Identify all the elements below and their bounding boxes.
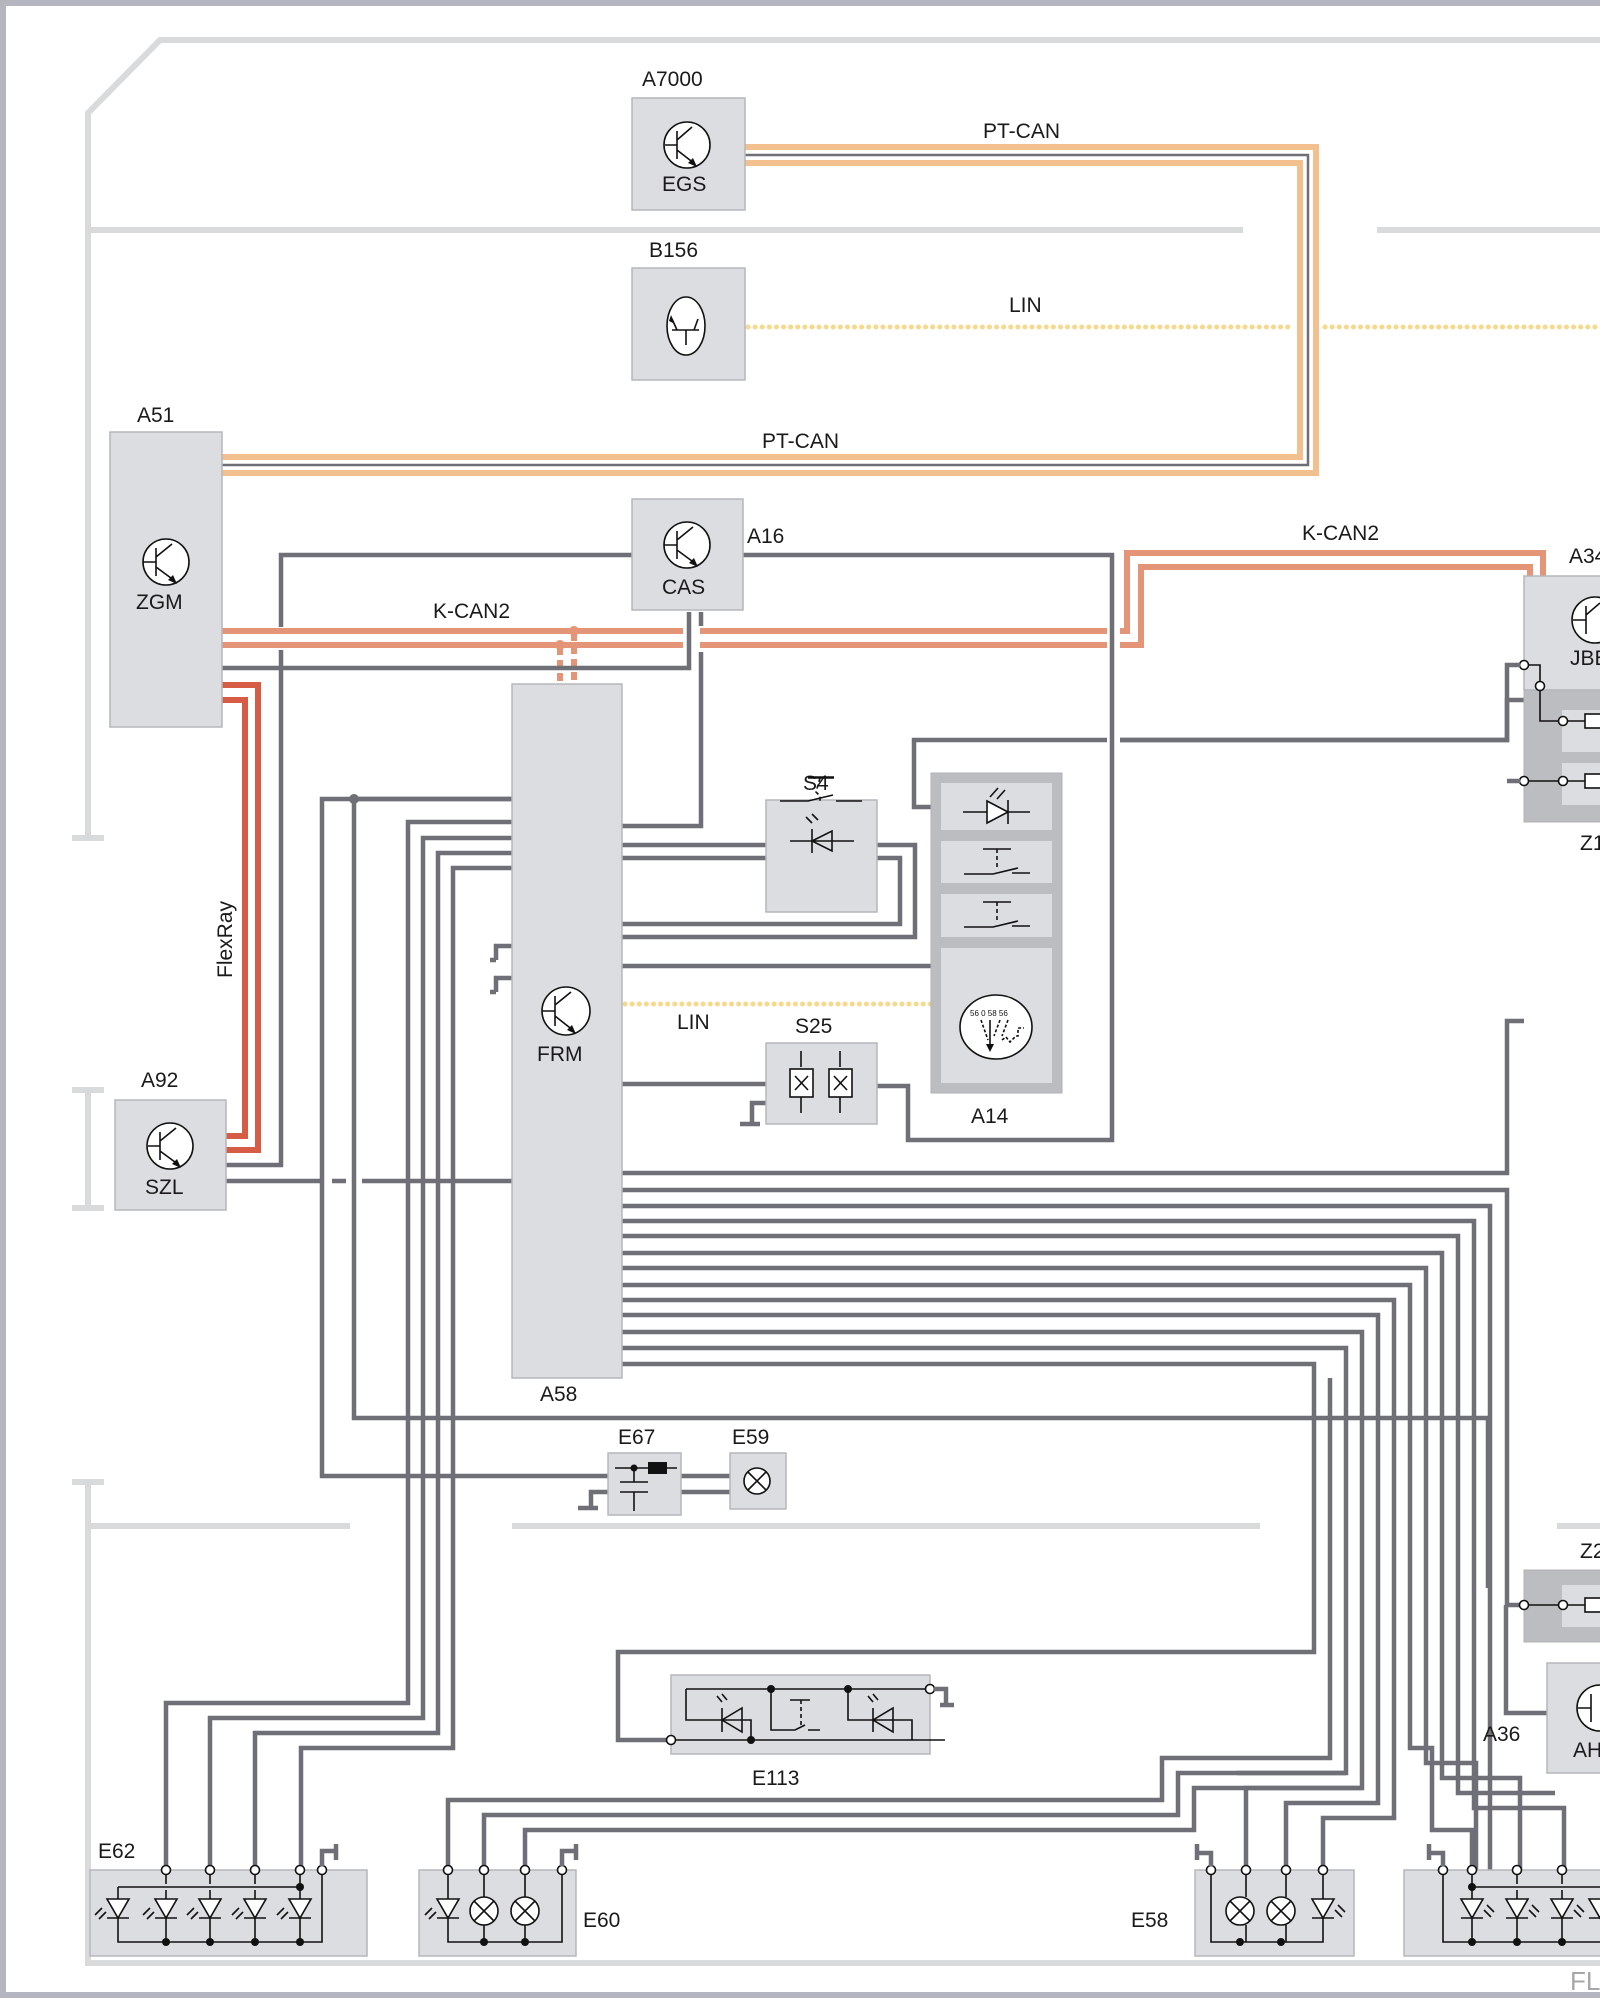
fuse-block-icon [1518, 659, 1600, 789]
lin-label-top: LIN [1009, 294, 1042, 317]
capacitor-resistor-icon [615, 1462, 677, 1511]
wire-to-jbe [1120, 662, 1520, 743]
led-icon [1549, 1898, 1585, 1920]
pt-can-bus [222, 144, 1319, 476]
component-a58[interactable]: FRM A58 [511, 683, 623, 1406]
led-icon [1459, 1898, 1495, 1920]
relay-pair-icon [789, 1051, 853, 1113]
component-id-label: B156 [649, 239, 698, 262]
component-a14[interactable]: 56 0 58 56 A14 [930, 772, 1063, 1128]
lamp-led-array-icon [1205, 1864, 1346, 1946]
component-id-label: Z2 [1580, 1540, 1600, 1563]
component-e58[interactable]: E58 [1131, 1844, 1355, 1957]
component-id-label: A92 [141, 1069, 178, 1092]
component-id-label: A16 [747, 525, 784, 548]
control-unit-transistor-icon [541, 986, 591, 1036]
fuse-block-icon [1518, 1597, 1600, 1613]
led-icon [1587, 1898, 1600, 1920]
component-id-label: S25 [795, 1015, 832, 1038]
lin-label-frm: LIN [677, 1011, 710, 1034]
component-name-label: ZGM [136, 591, 183, 614]
control-unit-transistor-icon [146, 1122, 194, 1170]
led-icon [94, 1898, 131, 1920]
component-a16[interactable]: A16 CAS [631, 498, 784, 611]
component-s25[interactable]: S25 [765, 1015, 878, 1125]
k-can2-bus [222, 550, 1546, 684]
switch-icon [964, 901, 1030, 928]
lamp-icon [743, 1467, 771, 1495]
component-e67[interactable]: E67 [607, 1426, 682, 1516]
component-id-label: A36 [1483, 1723, 1520, 1746]
component-right-led-array[interactable] [1403, 1844, 1600, 1957]
control-unit-transistor-icon [1571, 596, 1600, 644]
led-icon [186, 1898, 223, 1920]
component-a92[interactable]: A92 SZL [114, 1069, 227, 1211]
component-z1[interactable]: Z1 [1518, 659, 1600, 856]
component-b156[interactable]: B156 [631, 239, 746, 381]
component-id-label: A51 [137, 404, 174, 427]
led-icon [142, 1898, 179, 1920]
component-id-label: E67 [618, 1426, 655, 1449]
component-name-label: FRM [537, 1043, 583, 1066]
component-name-label: EGS [662, 173, 706, 196]
component-id-label: E113 [752, 1767, 800, 1790]
component-s4[interactable]: S4 [765, 772, 878, 913]
led-icon [231, 1898, 268, 1920]
component-id-label: E58 [1131, 1909, 1168, 1932]
component-a7000[interactable]: A7000 EGS [631, 68, 746, 211]
component-a51[interactable]: A51 ZGM [109, 404, 223, 728]
dial-marks: 56 0 58 56 [970, 1009, 1008, 1018]
zone-frame [0, 37, 1600, 1998]
k-can2-label-right: K-CAN2 [1302, 522, 1379, 545]
sensor-transistor-icon [666, 296, 706, 356]
component-e113[interactable]: E113 [665, 1674, 955, 1790]
led-icon [276, 1898, 313, 1920]
switch-with-two-leds-icon [665, 1683, 945, 1746]
led-lamp-array-icon [424, 1864, 568, 1946]
switch-with-led-icon [780, 777, 862, 853]
component-e60[interactable]: E60 [418, 1844, 620, 1957]
light-switch-dial-icon: 56 0 58 56 [959, 994, 1033, 1060]
led-array-icon [94, 1864, 328, 1946]
component-id-label: A58 [540, 1383, 577, 1406]
control-unit-transistor-icon [1576, 1684, 1600, 1732]
component-id-label: Z1 [1580, 832, 1600, 855]
component-id-label: A7000 [642, 68, 703, 91]
component-a34[interactable]: A34 JBE [1523, 545, 1600, 691]
component-id-label: E59 [732, 1426, 769, 1449]
pt-can-label-top: PT-CAN [983, 120, 1060, 143]
footer-code: FL [1570, 1966, 1600, 1996]
component-name-label: AH [1573, 1739, 1600, 1762]
component-z2[interactable]: Z2 [1518, 1540, 1600, 1643]
component-id-label: A14 [971, 1105, 1009, 1128]
component-name-label: CAS [662, 576, 705, 599]
component-id-label: A34 [1569, 545, 1600, 568]
component-id-label: E60 [583, 1909, 620, 1932]
flexray-label: FlexRay [214, 900, 237, 978]
led-icon [1504, 1898, 1540, 1920]
control-unit-transistor-icon [663, 521, 711, 569]
component-a36[interactable]: AH A36 [1483, 1662, 1600, 1774]
control-unit-transistor-icon [663, 121, 711, 169]
switch-icon [964, 848, 1030, 875]
signal-wires [163, 552, 1567, 1870]
component-name-label: SZL [145, 1176, 184, 1199]
k-can2-label-left: K-CAN2 [433, 600, 510, 623]
component-id-label: E62 [98, 1840, 135, 1863]
component-e62[interactable]: E62 [89, 1840, 368, 1957]
component-e59[interactable]: E59 [729, 1426, 787, 1510]
flexray-bus [222, 682, 261, 1153]
control-unit-transistor-icon [142, 538, 190, 586]
component-name-label: JBE [1570, 647, 1600, 670]
led-icon [963, 787, 1030, 825]
pt-can-label-mid: PT-CAN [762, 430, 839, 453]
led-array-icon [1437, 1864, 1600, 1946]
